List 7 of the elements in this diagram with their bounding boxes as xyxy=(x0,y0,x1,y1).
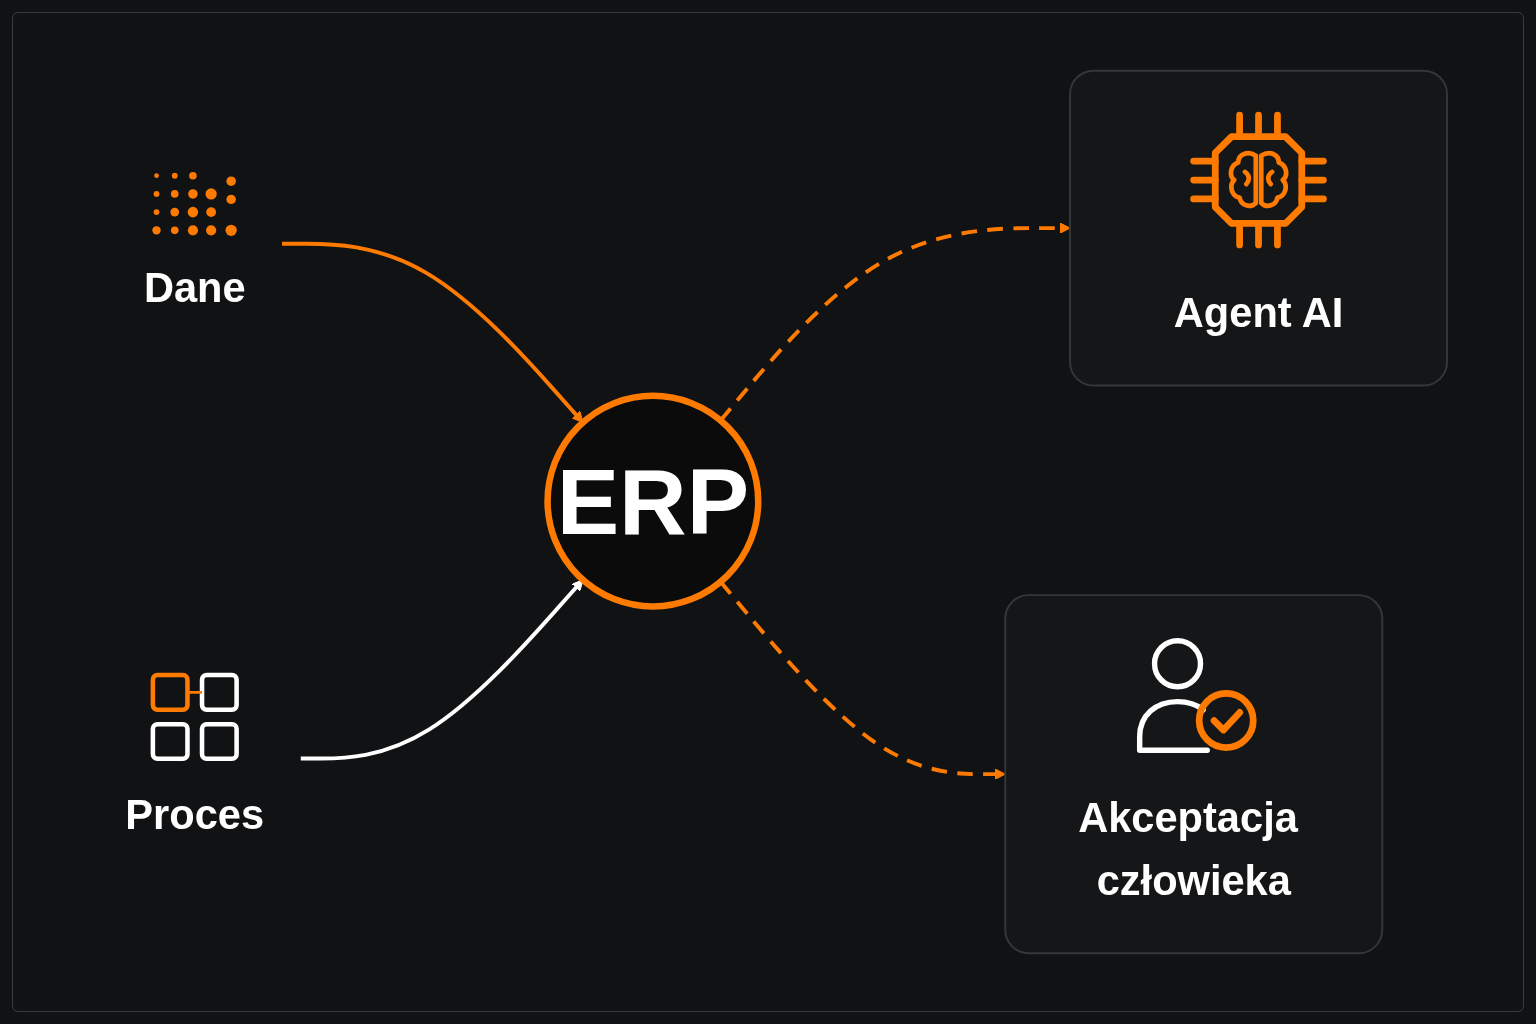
node-text: Dane xyxy=(143,264,246,312)
node-box: Akceptacja człowieka xyxy=(1004,594,1384,955)
arrow xyxy=(300,579,584,761)
node-text: Proces xyxy=(125,791,265,838)
node-box: Agent AI xyxy=(1069,69,1448,387)
arrow xyxy=(282,241,584,423)
node-circle: ERP xyxy=(544,392,762,610)
